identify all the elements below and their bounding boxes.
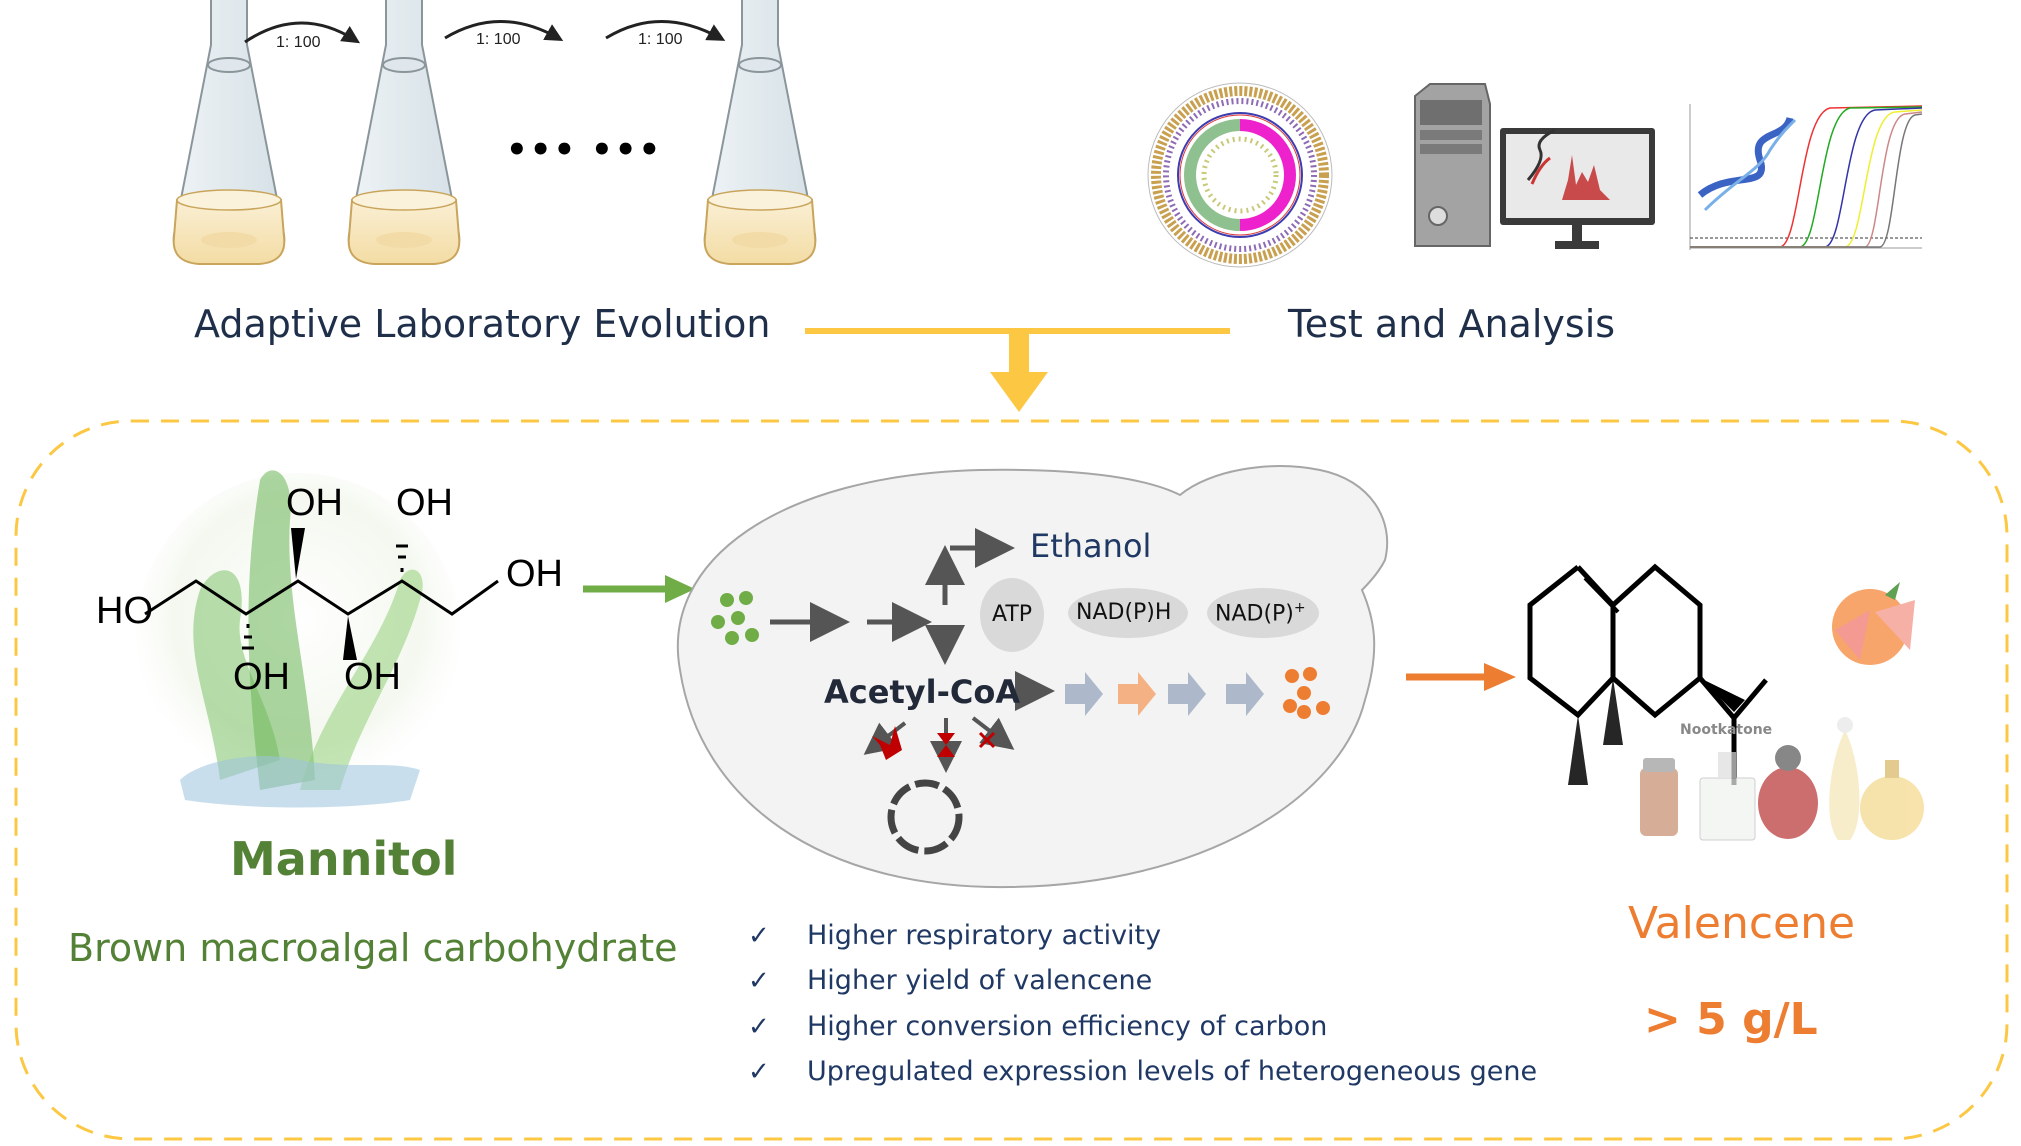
substrate-description: Brown macroalgal carbohydrate [68,926,678,970]
computer-icon [1414,83,1655,249]
circos-plot-icon [1147,82,1333,268]
valencene-structure [1527,563,1768,785]
check-icon: ✓ [748,966,770,996]
transfer-arrow-3 [605,20,726,41]
check-icon: ✓ [748,921,770,951]
benefit-text: Higher respiratory activity [807,920,1162,951]
grapefruit-image [1832,582,1915,665]
substrate-molecules [711,591,759,645]
benefit-text: Higher yield of valencene [807,965,1153,996]
chem-label-oh-bottom-1: OH [233,656,290,698]
chem-label-oh-bottom-2: OH [344,656,401,698]
valencene-stereo-bonds [1568,678,1745,785]
ethanol-label: Ethanol [1030,527,1152,565]
cofactor-nadph-bubble [1068,588,1188,638]
cofactor-nadph-label: NAD(P)H [1076,600,1172,625]
chem-label-oh-top-2: OH [396,482,453,524]
connector-arrowhead [990,372,1048,412]
mannitol-structure [144,528,499,660]
chem-label-oh-right: OH [506,553,563,595]
transfer-ratio-3: 1: 100 [638,31,683,48]
check-icon: ✓ [748,1012,770,1042]
benefit-item: ✓ Upregulated expression levels of hetero… [748,1056,1537,1087]
check-icon: ✓ [748,1057,770,1087]
results-box [14,419,2009,1141]
flask-2 [347,0,461,265]
test-analysis-title: Test and Analysis [1288,302,1616,346]
qpcr-curves-icon [1689,104,1923,250]
nootkatone-label: Nootkatone [1680,722,1773,738]
benefit-item: ✓ Higher yield of valencene [748,965,1152,996]
cofactor-atp-label: ATP [992,602,1033,627]
transfer-ratio-2: 1: 100 [476,31,521,48]
product-arrowhead [1484,663,1516,691]
mannitol-uptake-arrowhead [665,575,695,603]
benefit-item: ✓ Higher conversion efficiency of carbon [748,1011,1327,1042]
benefit-item: ✓ Higher respiratory activity [748,920,1161,951]
connector-stem [1009,333,1029,373]
substrate-name: Mannitol [230,832,458,886]
valencene-molecules [1283,667,1330,719]
acetyl-coa-label: Acetyl-CoA [824,673,1021,711]
product-name: Valencene [1628,898,1856,949]
cofactor-nadp-bubble [1207,588,1319,638]
chem-label-oh-top-1: OH [286,482,343,524]
benefit-text: Higher conversion efficiency of carbon [807,1011,1328,1042]
superscript-plus: + [1293,600,1306,616]
knockout-markers [872,726,996,760]
transfer-ratio-1: 1: 100 [276,34,321,51]
cofactor-atp-bubble [980,578,1044,652]
tca-cycle-icon [887,779,963,855]
transfer-arrow-2 [444,20,564,41]
perfume-bottles-image [1640,717,1924,841]
transfer-arrow-1 [244,21,361,44]
product-titer: > 5 g/L [1644,994,1818,1045]
flask-3 [703,0,817,265]
continuation-ellipsis: ••• ••• [506,130,663,170]
flask-1 [172,0,286,265]
cofactor-nadp-label: NAD(P)+ [1215,600,1306,627]
ale-title: Adaptive Laboratory Evolution [194,302,771,346]
chem-label-ho: HO [96,590,153,632]
benefit-text: Upregulated expression levels of heterog… [807,1056,1538,1087]
heterologous-pathway [1065,672,1264,716]
algae-illustration [136,470,460,808]
